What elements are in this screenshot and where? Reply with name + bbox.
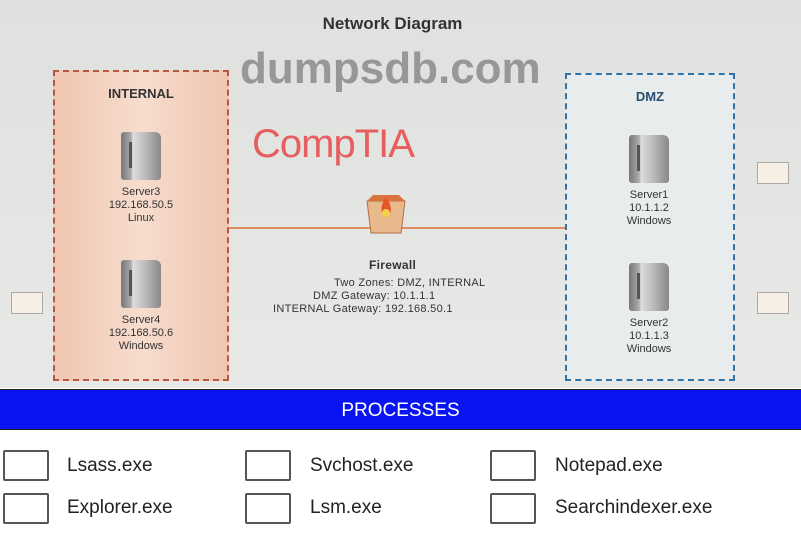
label-searchindexer: Searchindexer.exe <box>555 497 713 518</box>
checkbox-svchost[interactable] <box>245 450 291 481</box>
drop-target-server1[interactable] <box>757 162 789 184</box>
label-lsass: Lsass.exe <box>67 455 153 476</box>
internal-zone-label: INTERNAL <box>108 86 174 101</box>
server-icon <box>629 135 669 183</box>
server4: Server4 192.168.50.6 Windows <box>81 260 201 353</box>
firewall-internal-gateway: INTERNAL Gateway: 192.168.50.1 <box>273 303 453 315</box>
diagram-title: Network Diagram <box>322 14 463 33</box>
firewall-label: Firewall <box>369 258 417 272</box>
server-os: Linux <box>127 212 155 224</box>
drop-target-internal[interactable] <box>11 292 43 314</box>
checkbox-notepad[interactable] <box>490 450 536 481</box>
server-name: Server1 <box>629 189 669 201</box>
server1: Server1 10.1.1.2 Windows <box>589 135 709 228</box>
server-icon <box>629 263 669 311</box>
checkbox-lsass[interactable] <box>3 450 49 481</box>
checkbox-searchindexer[interactable] <box>490 493 536 524</box>
server-icon <box>121 260 161 308</box>
label-explorer: Explorer.exe <box>67 497 173 518</box>
server-ip: 10.1.1.3 <box>629 330 669 342</box>
server2: Server2 10.1.1.3 Windows <box>589 263 709 356</box>
server-ip: 192.168.50.6 <box>108 327 174 339</box>
drop-target-server2[interactable] <box>757 292 789 314</box>
firewall-zones: Two Zones: DMZ, INTERNAL <box>334 277 486 289</box>
server-os: Windows <box>118 340 164 352</box>
checkbox-explorer[interactable] <box>3 493 49 524</box>
server-os: Windows <box>626 215 672 227</box>
dmz-zone: DMZ Server1 10.1.1.2 Windows Server2 10.… <box>565 73 735 381</box>
dmz-zone-label: DMZ <box>635 89 665 104</box>
server-os: Windows <box>626 343 672 355</box>
label-lsm: Lsm.exe <box>310 497 382 518</box>
firewall-dmz-gateway: DMZ Gateway: 10.1.1.1 <box>313 290 436 302</box>
internal-zone: INTERNAL Server3 192.168.50.5 Linux Serv… <box>53 70 229 381</box>
label-notepad: Notepad.exe <box>555 455 663 476</box>
server3: Server3 192.168.50.5 Linux <box>81 132 201 225</box>
firewall-icon[interactable] <box>365 193 407 237</box>
server-ip: 192.168.50.5 <box>108 199 174 211</box>
server-icon <box>121 132 161 180</box>
server-ip: 10.1.1.2 <box>629 202 669 214</box>
server-name: Server4 <box>121 314 161 326</box>
processes-header: PROCESSES <box>0 389 801 430</box>
checkbox-lsm[interactable] <box>245 493 291 524</box>
network-diagram: Network Diagram INTERNAL Server3 192.168… <box>0 0 801 388</box>
label-svchost: Svchost.exe <box>310 455 414 476</box>
server-name: Server2 <box>629 317 669 329</box>
server-name: Server3 <box>121 186 161 198</box>
